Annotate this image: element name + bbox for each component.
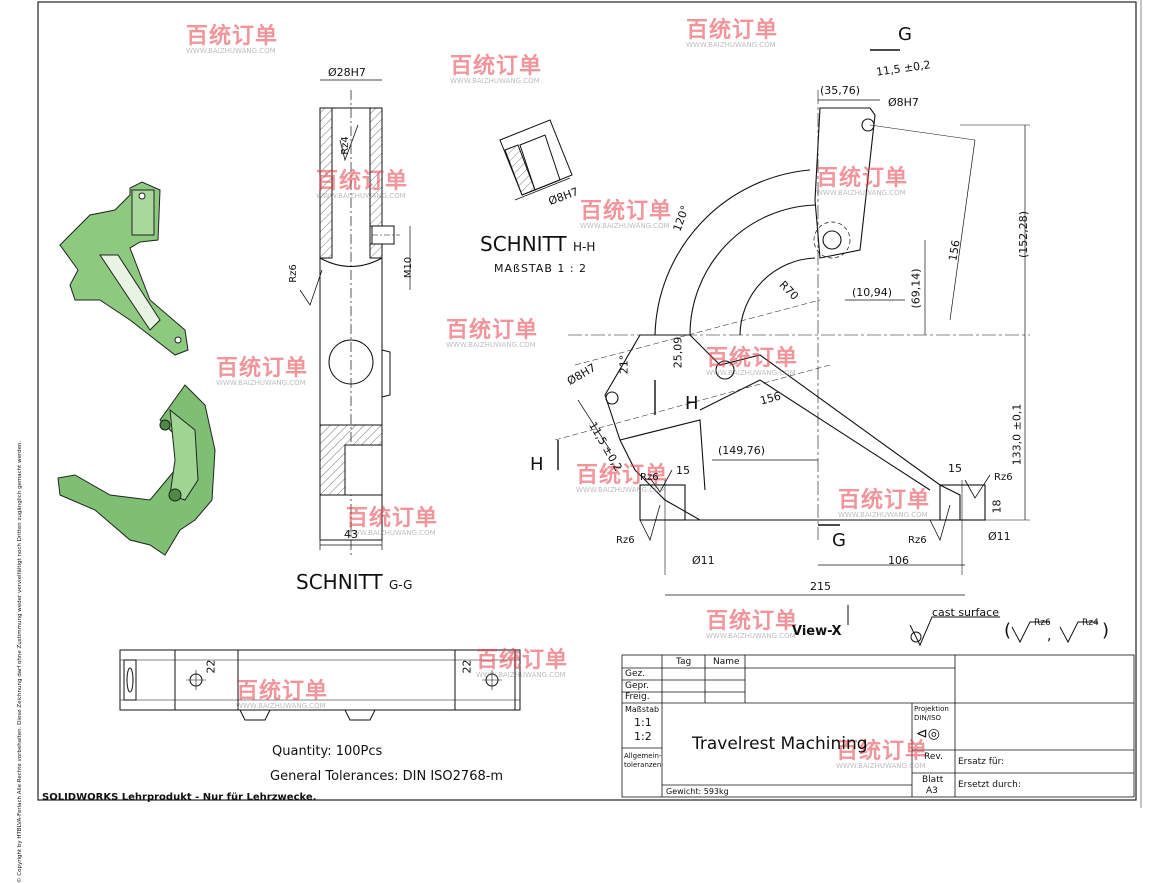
tb-projektion: Projektion DIN/ISO bbox=[914, 705, 949, 722]
tb-col-name: Name bbox=[713, 657, 740, 667]
surface-rz6: Rz6 bbox=[1034, 618, 1051, 628]
dim-d17: Rz6 bbox=[640, 472, 659, 483]
section-hh-scale: MAßSTAB 1 : 2 bbox=[494, 262, 588, 275]
dim-d20: 215 bbox=[810, 580, 831, 593]
iso-view-bottom bbox=[57, 384, 216, 556]
dim-d9: (152,28) bbox=[1017, 210, 1031, 259]
projection-symbol-icon: ⊲◎ bbox=[916, 726, 940, 742]
section-gg-title: SCHNITT G-G bbox=[296, 570, 412, 594]
dim-d25: Ø11 bbox=[988, 530, 1011, 543]
title-block-frame bbox=[621, 654, 1135, 798]
surface-comma: , bbox=[1047, 628, 1052, 644]
section-gg-suffix: G-G bbox=[389, 578, 413, 592]
main-view-drawing bbox=[554, 49, 1030, 625]
dim-d26: Rz6 bbox=[908, 535, 927, 546]
surface-finish-symbols bbox=[909, 616, 1098, 647]
note-quantity: Quantity: 100Pcs bbox=[272, 744, 383, 759]
cut-label-h-2: H bbox=[530, 454, 544, 475]
dim-rz6: Rz6 bbox=[287, 264, 299, 283]
sheet-border bbox=[37, 1, 1137, 801]
footer-note: SOLIDWORKS Lehrprodukt - Nur für Lehrzwe… bbox=[42, 792, 317, 803]
dim-bore-gg: Ø28H7 bbox=[328, 66, 366, 79]
tb-ersatz-fuer: Ersatz für: bbox=[958, 757, 1005, 767]
dim-d22: 15 bbox=[948, 462, 962, 475]
tb-row-gez: Gez. bbox=[625, 669, 646, 679]
dim-d3: Ø8H7 bbox=[888, 96, 919, 109]
surface-rz4: Rz4 bbox=[1082, 618, 1099, 628]
tb-massstab-1: 1:1 bbox=[634, 716, 652, 729]
tb-blatt: Blatt bbox=[922, 775, 944, 785]
dim-d24: 18 bbox=[990, 499, 1004, 514]
tb-massstab-2: 1:2 bbox=[634, 730, 652, 743]
dim-d7: (69,14) bbox=[909, 268, 923, 309]
dim-d6: (10,94) bbox=[852, 286, 893, 299]
dim-d23: Rz6 bbox=[994, 472, 1013, 483]
section-hh-suffix: H-H bbox=[573, 240, 596, 254]
tb-gewicht: Gewicht: 593kg bbox=[666, 787, 729, 796]
dim-d27: 133,0 ±0,1 bbox=[1010, 403, 1024, 466]
dim-width: 43 bbox=[344, 528, 358, 541]
tb-rev: Rev. bbox=[924, 752, 943, 762]
tb-col-tag: Tag bbox=[676, 657, 692, 667]
copyright-note: © Copyright by HTBLVA-Ferlach Alle Recht… bbox=[17, 440, 23, 883]
dim-thread: M10 bbox=[403, 256, 415, 279]
cut-label-h-1: H bbox=[685, 393, 699, 414]
tb-title: Travelrest Machining bbox=[692, 734, 868, 754]
cut-label-g-top: G bbox=[898, 24, 912, 45]
dim-d11: 25,09 bbox=[671, 336, 685, 369]
section-hh-title: SCHNITT H-H bbox=[480, 232, 595, 256]
section-gg-drawing bbox=[299, 79, 411, 555]
dim-d15: (149,76) bbox=[718, 444, 766, 457]
tb-row-gepr: Gepr. bbox=[625, 681, 649, 691]
cut-label-g-bottom: G bbox=[832, 530, 846, 551]
bottom-view-drawing bbox=[119, 649, 521, 721]
surface-label: cast surface bbox=[932, 606, 999, 619]
tb-row-freig: Freig. bbox=[625, 692, 650, 702]
dim-d21: 106 bbox=[888, 554, 909, 567]
tb-format: A3 bbox=[926, 786, 938, 796]
surface-paren-close: ) bbox=[1102, 620, 1110, 641]
drawing-sheet bbox=[37, 0, 1142, 808]
dim-d10: 21° bbox=[617, 354, 631, 375]
tb-massstab-label: Maßstab bbox=[625, 705, 660, 714]
note-tolerances: General Tolerances: DIN ISO2768-m bbox=[270, 769, 504, 784]
dim-d16: 15 bbox=[676, 464, 690, 477]
surface-paren: ( bbox=[1004, 620, 1012, 641]
dim-d19: Ø11 bbox=[692, 554, 715, 567]
bottom-dim-right: 22 bbox=[460, 659, 474, 674]
bottom-dim-left: 22 bbox=[204, 659, 218, 674]
tb-allgemein: Allgemein-toleranzen bbox=[624, 752, 662, 769]
section-hh-drawing bbox=[499, 119, 573, 201]
tb-ersetzt-durch: Ersetzt durch: bbox=[958, 780, 1021, 790]
section-gg-title-text: SCHNITT bbox=[296, 570, 383, 594]
dim-rz4: Rz4 bbox=[339, 136, 351, 155]
dim-d18: Rz6 bbox=[616, 535, 635, 546]
section-hh-title-text: SCHNITT bbox=[480, 232, 567, 256]
view-x-label: View-X bbox=[792, 624, 842, 639]
dim-d2: (35,76) bbox=[820, 84, 861, 97]
iso-view-top bbox=[59, 181, 189, 356]
